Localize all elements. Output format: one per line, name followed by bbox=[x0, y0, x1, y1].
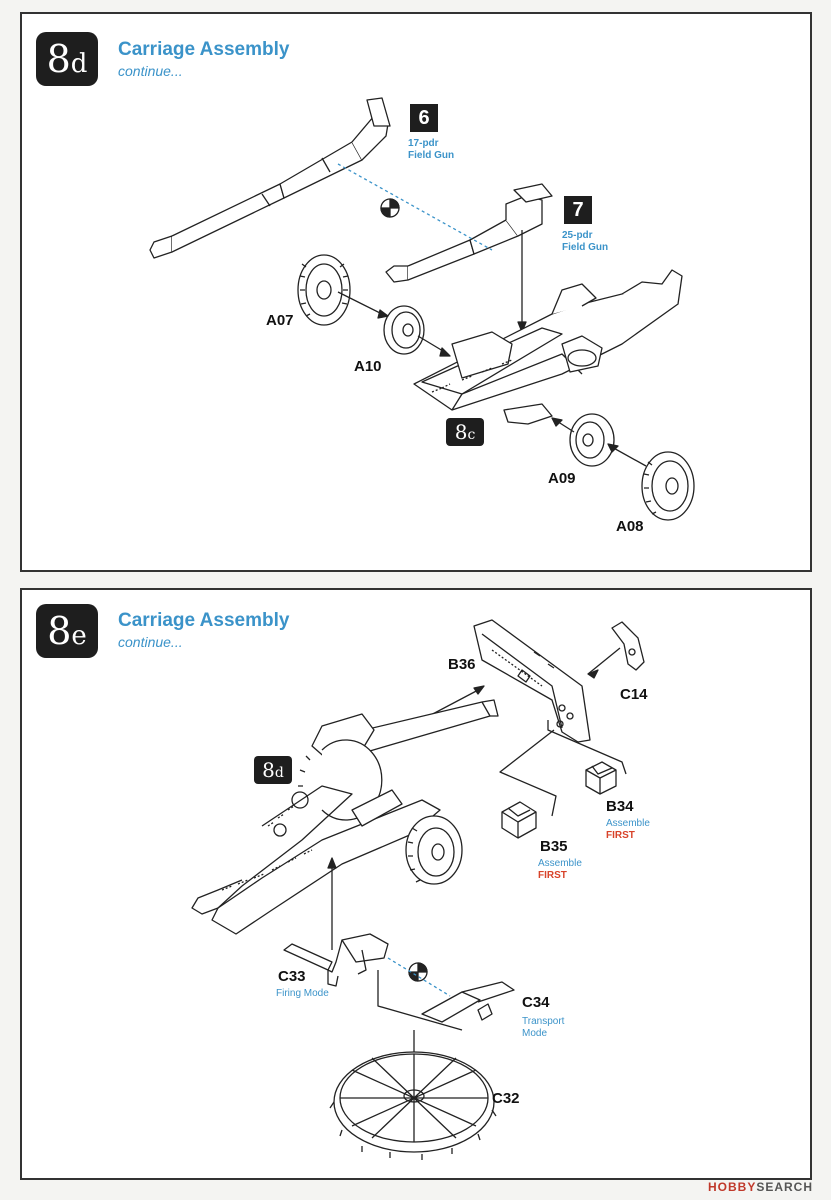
step-badge-letter: e bbox=[71, 621, 87, 651]
assembly-drawing-8d bbox=[149, 97, 695, 521]
note-assemble: Assemble bbox=[538, 858, 582, 869]
part-label-c14: C14 bbox=[620, 686, 648, 703]
gun-shield-b36 bbox=[473, 619, 591, 743]
block-b34 bbox=[585, 761, 617, 795]
part-label-b34: B34 bbox=[606, 798, 634, 815]
note-assemble: Assemble bbox=[606, 818, 650, 829]
watermark-brand: HOBBY bbox=[707, 1180, 757, 1194]
step-subtitle: continue... bbox=[118, 63, 183, 79]
note-transport: Transport bbox=[522, 1016, 565, 1027]
part-label-a07: A07 bbox=[266, 312, 294, 329]
step-title: Carriage Assembly bbox=[118, 39, 290, 60]
base-plate-c32 bbox=[329, 1051, 497, 1160]
wheel-a07 bbox=[297, 254, 351, 326]
step-badge-number: 8 bbox=[47, 609, 72, 653]
part-label-a09: A09 bbox=[548, 470, 576, 487]
option-badge-17pdr: 6 bbox=[410, 104, 438, 132]
step-subtitle: continue... bbox=[118, 634, 183, 650]
bracket-c14 bbox=[611, 621, 645, 671]
option-caption-line1: 25-pdr bbox=[562, 230, 593, 241]
option-badge-25pdr: 7 bbox=[564, 196, 592, 224]
assembled-gun-carriage bbox=[191, 699, 499, 935]
hub-a09 bbox=[569, 413, 615, 467]
hub-a10 bbox=[383, 305, 425, 355]
reference-letter: d bbox=[274, 764, 284, 781]
part-label-c33: C33 bbox=[278, 968, 306, 985]
option-label-25pdr: 25-pdr Field Gun bbox=[562, 230, 608, 254]
carriage-wheel bbox=[405, 815, 463, 885]
note-first: FIRST bbox=[606, 830, 635, 841]
gun-barrel-25pdr bbox=[385, 183, 553, 283]
trail-leg-c33 bbox=[283, 933, 389, 987]
reference-number: 8 bbox=[262, 758, 275, 782]
watermark-suffix: SEARCH bbox=[756, 1180, 813, 1194]
trail-leg-c34 bbox=[421, 981, 515, 1023]
part-label-b35: B35 bbox=[540, 838, 568, 855]
part-label-a10: A10 bbox=[354, 358, 382, 375]
part-label-a08: A08 bbox=[616, 518, 644, 535]
reference-number: 8 bbox=[454, 420, 468, 444]
part-label-c34: C34 bbox=[522, 994, 550, 1011]
watermark: HOBBYSEARCH bbox=[708, 1180, 813, 1194]
block-b35 bbox=[501, 801, 537, 839]
assembly-drawing-8e bbox=[191, 619, 645, 1160]
step-title: Carriage Assembly bbox=[118, 610, 290, 631]
reference-letter: c bbox=[467, 426, 476, 443]
carriage-frame bbox=[413, 269, 683, 425]
step-badge-letter: d bbox=[70, 49, 88, 79]
c33-note: Firing Mode bbox=[276, 988, 329, 999]
b34-note: Assemble FIRST bbox=[606, 818, 650, 842]
part-label-c32: C32 bbox=[492, 1090, 520, 1107]
note-mode: Mode bbox=[522, 1028, 548, 1039]
option-caption-line2: Field Gun bbox=[562, 242, 609, 253]
option-label-17pdr: 17-pdr Field Gun bbox=[408, 138, 454, 162]
note-first: FIRST bbox=[538, 870, 567, 881]
b35-note: Assemble FIRST bbox=[538, 858, 582, 882]
wheel-a08 bbox=[641, 451, 695, 521]
option-caption-line2: Field Gun bbox=[408, 150, 455, 161]
gun-barrel-17pdr bbox=[149, 97, 391, 259]
part-label-b36: B36 bbox=[448, 656, 476, 673]
step-badge-number: 8 bbox=[46, 37, 71, 81]
option-caption-line1: 17-pdr bbox=[408, 138, 439, 149]
c34-note: Transport Mode bbox=[522, 1016, 564, 1040]
